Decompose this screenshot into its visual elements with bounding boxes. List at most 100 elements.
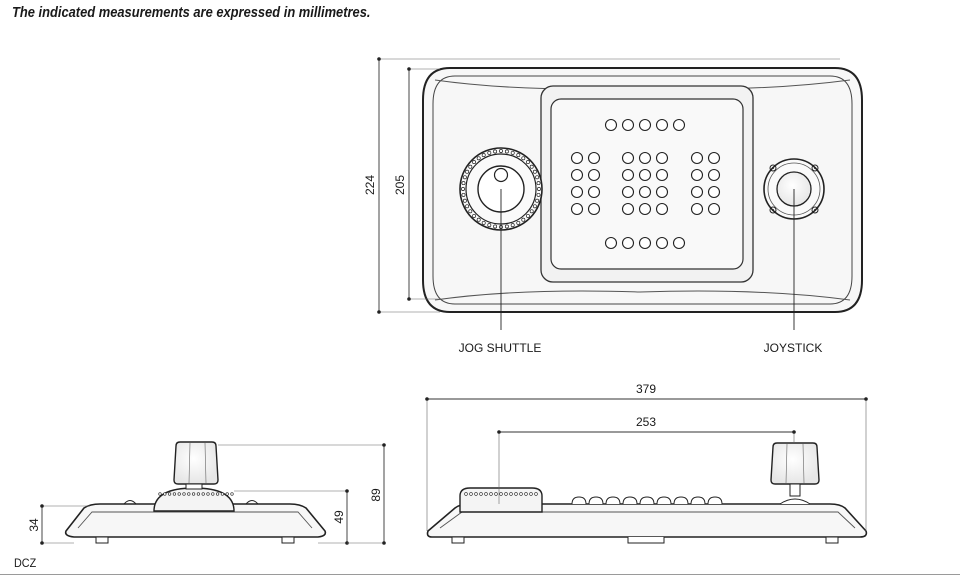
jog-ring-tooth <box>516 220 521 225</box>
front-joystick-knob <box>770 442 820 485</box>
front-body-inner-line <box>439 511 856 529</box>
front-jog-ring-dots <box>464 492 538 496</box>
jog-ring-tooth <box>532 204 537 209</box>
jog-ring-tooth <box>521 217 526 222</box>
ring-dot <box>211 492 215 496</box>
model-label: DCZ <box>14 556 37 570</box>
front-key <box>571 496 587 505</box>
side-joystick-knob <box>173 441 219 485</box>
jog-ring-tooth <box>504 224 509 229</box>
dimension-224-label: 224 <box>363 175 377 195</box>
side-view: 34 49 89 <box>27 441 386 545</box>
jog-ring-tooth <box>487 150 492 155</box>
jog-ring-tooth <box>532 169 537 174</box>
ring-dot <box>168 492 172 496</box>
key-button <box>655 151 669 165</box>
jog-ring-tooth <box>536 192 541 197</box>
key-button <box>621 185 635 199</box>
key-button <box>587 185 601 199</box>
key-button <box>707 202 721 216</box>
jog-ring-tooth <box>493 149 498 154</box>
front-key <box>605 496 621 505</box>
key-button <box>690 151 704 165</box>
key-button <box>638 185 652 199</box>
key-button <box>570 185 584 199</box>
jog-ring-tooth <box>476 156 481 161</box>
width-dimension-253: 253 <box>497 415 796 504</box>
dimension-205-label: 205 <box>393 175 407 195</box>
ring-dot <box>494 492 498 496</box>
jog-ring-tooth <box>481 220 486 225</box>
key-button <box>621 202 635 216</box>
front-key <box>707 496 723 505</box>
jog-ring-tooth <box>493 224 498 229</box>
key-button <box>638 236 652 250</box>
ring-dot <box>172 492 176 496</box>
ring-dot <box>519 492 523 496</box>
ring-dot <box>196 492 200 496</box>
jog-ring-tooth <box>529 164 534 169</box>
ring-dot <box>504 492 508 496</box>
key-button <box>655 185 669 199</box>
key-grid <box>570 118 721 250</box>
jog-ring-tooth <box>462 175 467 180</box>
front-jog-ring <box>459 487 543 513</box>
ring-dot <box>158 492 162 496</box>
height-dimension-89: 89 <box>218 443 386 545</box>
key-button <box>672 236 686 250</box>
jog-ring-tooth <box>461 187 465 191</box>
ring-dot <box>514 492 518 496</box>
key-button <box>655 118 669 132</box>
keyboard-bottom-curve <box>434 290 851 301</box>
jog-ring-tooth <box>487 223 492 228</box>
front-key <box>673 496 689 505</box>
ring-dot <box>177 492 181 496</box>
jog-ring-tooth <box>461 181 466 186</box>
front-key-row <box>571 496 723 505</box>
key-button <box>638 168 652 182</box>
jog-ring-tooth <box>516 153 521 158</box>
measurement-note: The indicated measurements are expressed… <box>12 4 371 21</box>
side-jog-ring-dots <box>158 492 234 496</box>
key-button <box>707 185 721 199</box>
ring-dot <box>225 492 229 496</box>
key-button <box>655 168 669 182</box>
jog-shuttle-ring <box>461 149 541 229</box>
ring-dot <box>489 492 493 496</box>
depth-dimension-224: 224 <box>363 57 840 314</box>
key-button <box>570 151 584 165</box>
jog-ring-tooth <box>468 164 473 169</box>
key-button <box>638 151 652 165</box>
depth-dimension-205: 205 <box>393 67 440 301</box>
side-foot-right <box>281 536 295 544</box>
key-button <box>604 118 618 132</box>
jog-ring-tooth <box>510 223 515 228</box>
jog-ring-tooth <box>472 160 477 165</box>
front-view: 379 253 <box>425 382 868 544</box>
jog-ring-tooth <box>481 153 486 158</box>
ring-dot <box>216 492 220 496</box>
jog-ring-tooth <box>525 160 530 165</box>
key-button <box>638 118 652 132</box>
ring-dot <box>206 492 210 496</box>
key-button <box>672 118 686 132</box>
jog-ring-tooth <box>472 213 477 218</box>
key-button <box>707 168 721 182</box>
ring-dot <box>524 492 528 496</box>
jog-ring-tooth <box>504 149 509 154</box>
key-button <box>638 202 652 216</box>
dimension-49-label: 49 <box>332 510 346 524</box>
front-key <box>656 496 672 505</box>
key-button <box>604 236 618 250</box>
jog-ring-tooth <box>535 198 540 203</box>
width-dimension-379: 379 <box>425 382 868 531</box>
jog-ring-tooth <box>525 213 530 218</box>
key-button <box>587 202 601 216</box>
key-button <box>655 202 669 216</box>
ring-dot <box>484 492 488 496</box>
side-body-inner-line <box>77 511 313 529</box>
jog-ring-tooth <box>461 192 466 197</box>
jog-ring-tooth <box>529 209 534 214</box>
ring-dot <box>220 492 224 496</box>
